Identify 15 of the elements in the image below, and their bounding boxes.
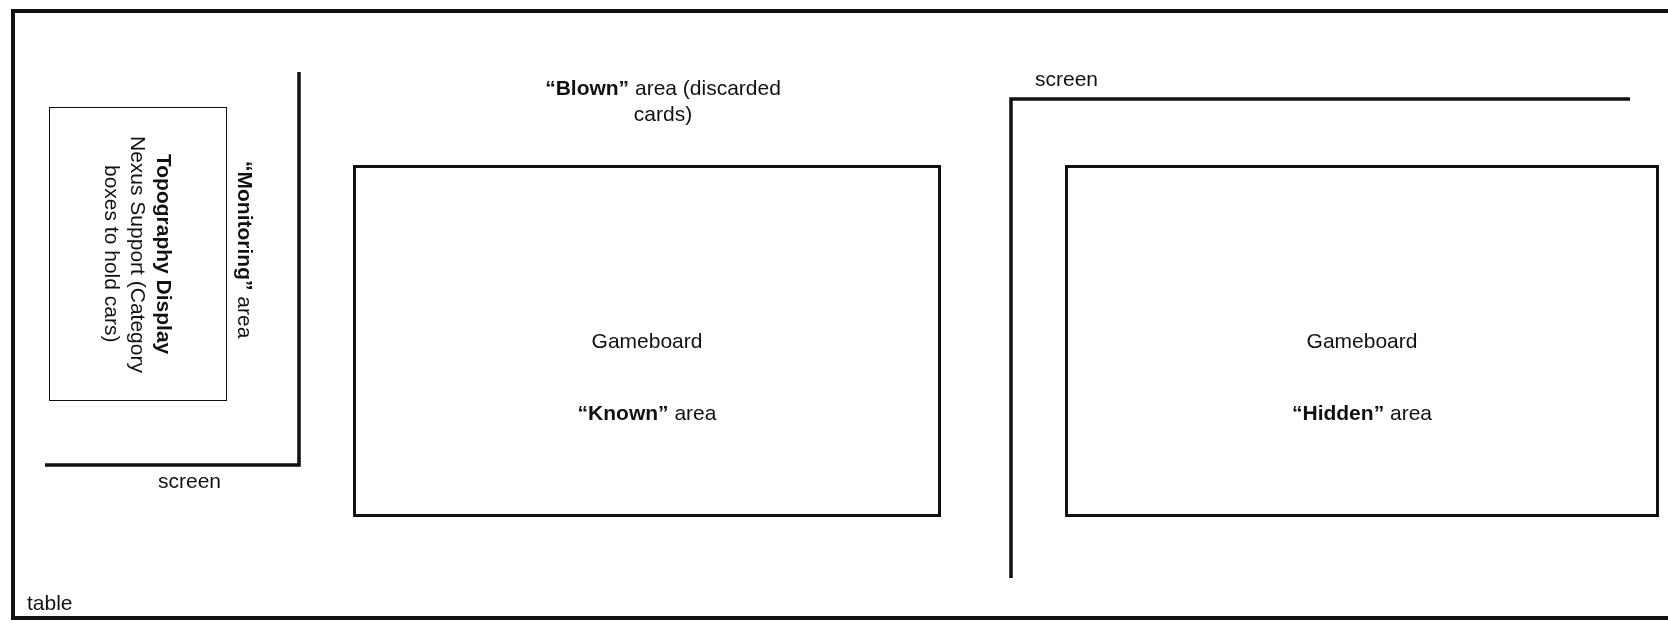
table-label: table	[27, 590, 73, 616]
display-box	[49, 107, 227, 401]
area-label: “Known” area	[576, 400, 718, 426]
area-label: “Blown” area (discarded cards)	[544, 75, 782, 127]
board-title: Gameboard	[590, 328, 704, 354]
area-label: “Hidden” area	[1290, 400, 1433, 426]
gameboard	[353, 165, 941, 517]
screen-label: screen	[158, 468, 222, 494]
gameboard	[1065, 165, 1659, 517]
board-title: Gameboard	[1305, 328, 1419, 354]
display-heading: Topography Display	[152, 152, 177, 357]
display-description: Nexus Support (Category boxes to hold cars)	[100, 134, 151, 375]
screen-label: screen	[1035, 66, 1099, 92]
table-frame	[11, 9, 1668, 620]
area-label: “Monitoring” area	[233, 160, 258, 341]
